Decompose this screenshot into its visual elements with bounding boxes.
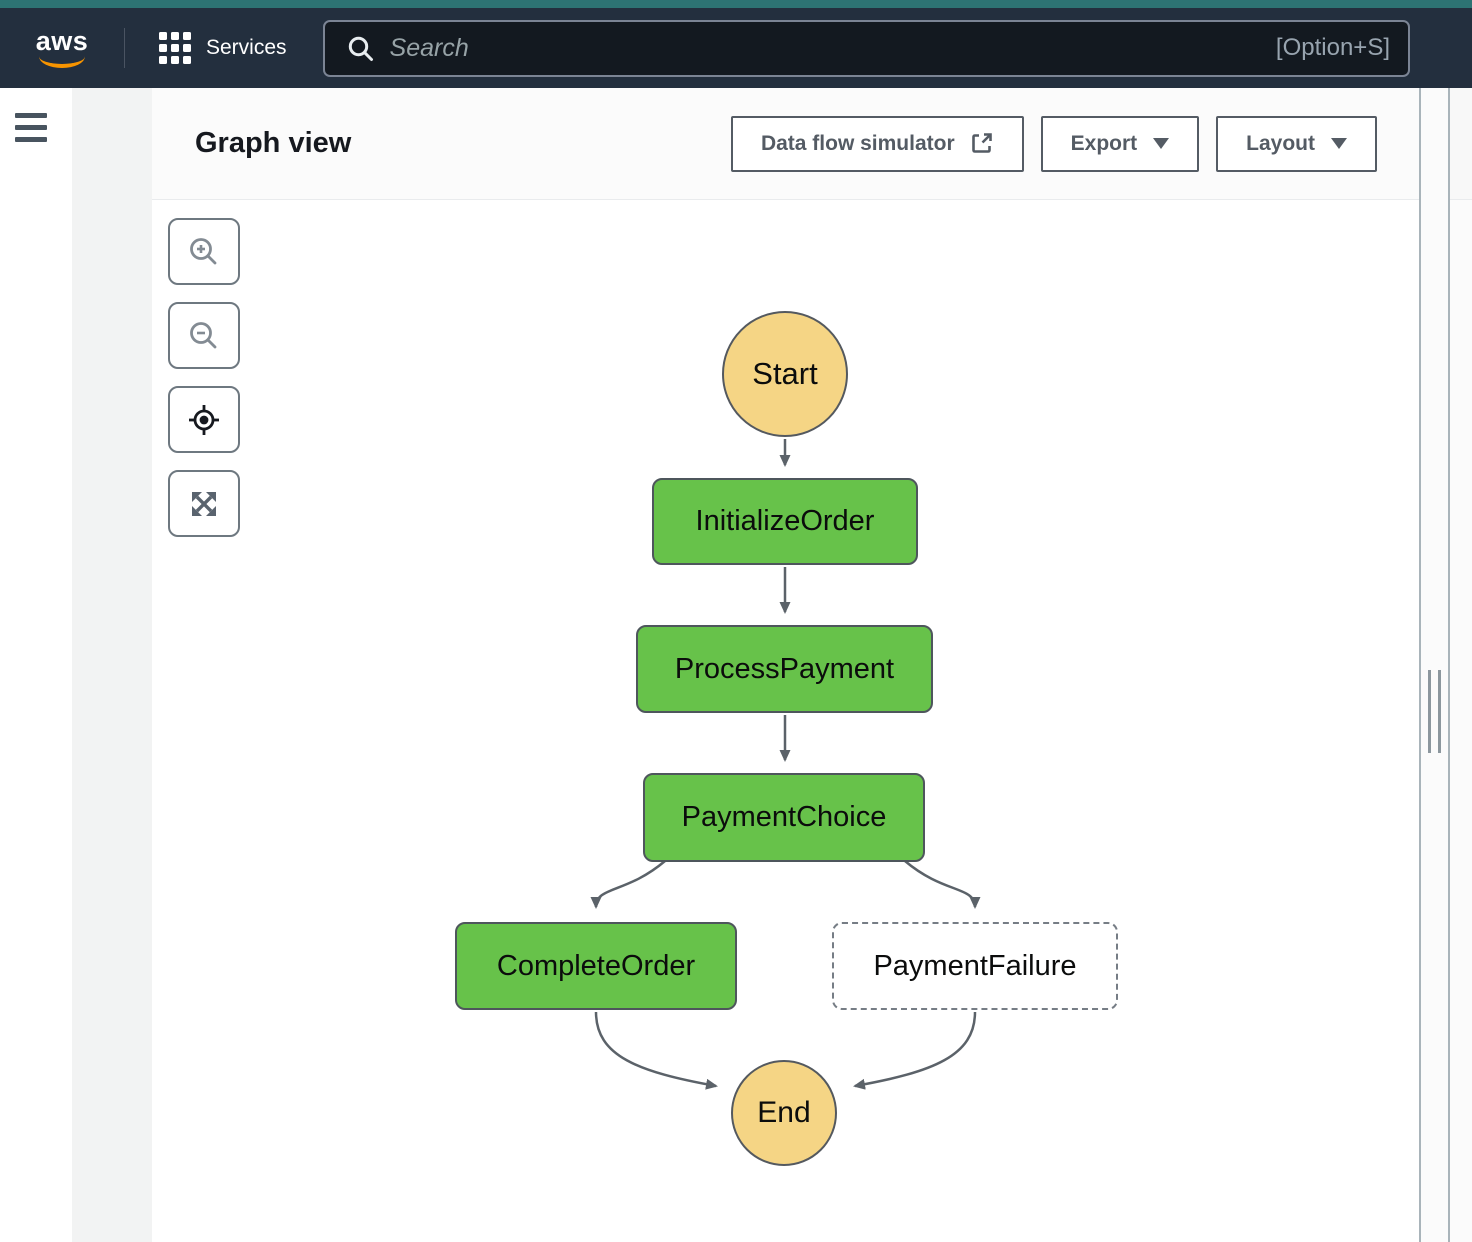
canvas-zoom-toolbar — [168, 218, 240, 554]
node-end[interactable]: End — [731, 1060, 837, 1166]
export-dropdown-button[interactable]: Export — [1040, 115, 1200, 172]
center-view-button[interactable] — [168, 386, 240, 453]
fit-view-icon — [192, 491, 216, 516]
node-payment-failure[interactable]: PaymentFailure — [832, 922, 1118, 1010]
node-payment-choice[interactable]: PaymentChoice — [643, 773, 925, 862]
teal-accent-strip — [0, 0, 1472, 8]
graph-canvas[interactable]: Start InitializeOrder ProcessPayment Pay… — [152, 200, 1419, 1242]
external-link-icon — [969, 131, 994, 156]
nav-divider — [124, 28, 125, 68]
node-complete-order[interactable]: CompleteOrder — [455, 922, 737, 1010]
top-navigation-bar: aws Services [Option+S] — [0, 8, 1472, 88]
header-buttons: Data flow simulator Export Layout — [730, 115, 1377, 172]
services-grid-icon — [159, 32, 191, 64]
zoom-out-icon — [190, 321, 217, 348]
hamburger-menu-icon[interactable] — [15, 113, 47, 142]
splitter-drag-handle-icon[interactable] — [1428, 670, 1441, 753]
zoom-in-icon — [190, 237, 217, 264]
search-shortcut-hint: [Option+S] — [1275, 34, 1390, 61]
caret-down-icon — [1331, 138, 1347, 149]
node-initialize-order[interactable]: InitializeOrder — [652, 478, 918, 565]
layout-dropdown-button[interactable]: Layout — [1216, 115, 1377, 172]
services-label: Services — [206, 36, 287, 59]
services-menu-button[interactable]: Services — [159, 32, 287, 64]
graph-edges — [590, 439, 981, 1090]
center-view-icon — [189, 404, 219, 435]
graph-view-header: Graph view Data flow simulator Export La… — [152, 88, 1419, 200]
main-content: Graph view Data flow simulator Export La… — [152, 88, 1419, 1242]
aws-smile-icon — [39, 55, 85, 68]
caret-down-icon — [1153, 138, 1170, 149]
zoom-out-button[interactable] — [168, 302, 240, 369]
collapsed-panel-strip — [72, 88, 152, 1242]
zoom-in-button[interactable] — [168, 218, 240, 285]
panel-splitter[interactable] — [1419, 88, 1450, 1242]
aws-logo[interactable]: aws — [33, 28, 91, 68]
left-sidebar-rail — [0, 88, 72, 1242]
fit-view-button[interactable] — [168, 470, 240, 537]
data-flow-simulator-button[interactable]: Data flow simulator — [730, 115, 1024, 172]
node-process-payment[interactable]: ProcessPayment — [636, 625, 933, 713]
global-search-box[interactable]: [Option+S] — [322, 19, 1410, 77]
aws-logo-text: aws — [35, 26, 89, 56]
page-title: Graph view — [195, 127, 352, 159]
node-start[interactable]: Start — [722, 311, 848, 437]
right-panel-rail — [1450, 88, 1472, 1242]
search-input[interactable] — [389, 33, 1276, 63]
search-icon — [348, 36, 373, 61]
